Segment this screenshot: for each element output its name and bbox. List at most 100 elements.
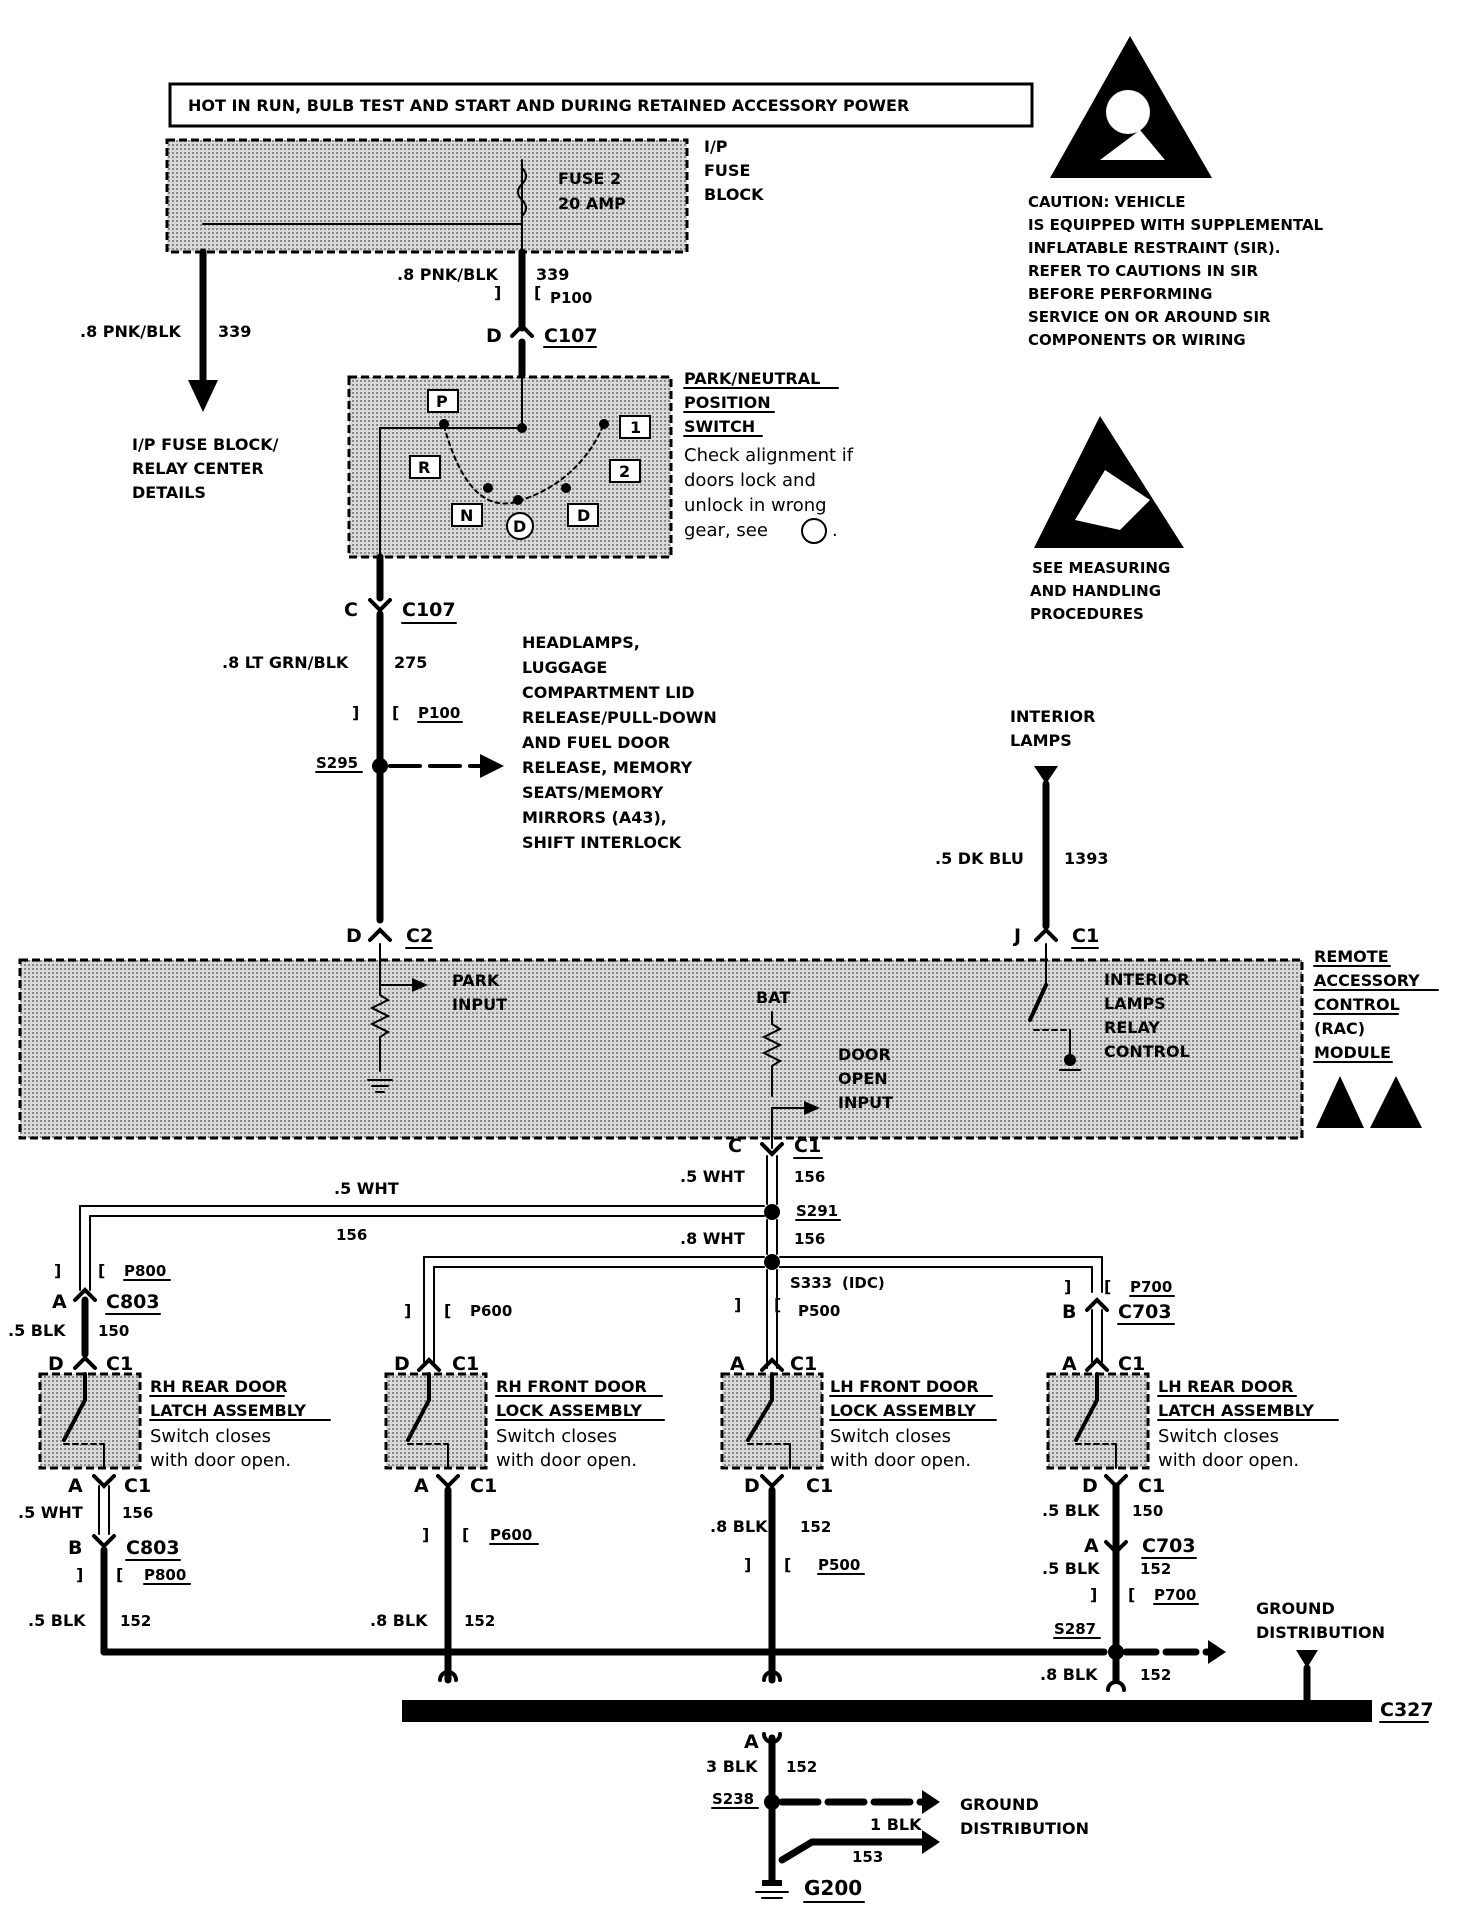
park-neutral-switch: P R N D D 1 2 PARK/NEUTRAL POSITION SWIT… [347,369,854,559]
esd-line-3: PROCEDURES [1030,605,1144,623]
gear-2: 2 [619,462,630,481]
interior-lamps-input: INTERIOR LAMPS .5 DK BLU 1393 J C1 [935,707,1109,949]
gear-r: R [418,458,430,477]
connector-p700-top: P700 [1130,1278,1172,1296]
connector-c107-top: C107 [544,325,598,347]
connector-bracket-left: ] [54,1261,61,1280]
lf-note-1: Switch closes [830,1426,951,1447]
wire-circuit: 339 [536,265,569,284]
wire-circuit: 152 [1140,1560,1171,1578]
connector-pin: A [730,1353,745,1375]
s295-dest-6: RELEASE, MEMORY [522,758,693,777]
fuse-block: FUSE 2 20 AMP I/P FUSE BLOCK [165,137,764,254]
pnp-note-1: Check alignment if [684,445,854,466]
rr-note-1: Switch closes [150,1426,271,1447]
wire-circuit: 150 [1132,1502,1163,1520]
wire-gauge: 3 BLK [706,1757,758,1776]
gear-p: P [436,392,448,411]
caution-line-6: SERVICE ON OR AROUND SIR [1028,308,1271,326]
wire-gauge: .5 BLK [1042,1501,1100,1520]
rac-label-3: CONTROL [1314,995,1400,1014]
rac-label-1: REMOTE [1314,947,1389,966]
lr-label-2: LATCH ASSEMBLY [1158,1401,1314,1420]
rr-label-2: LATCH ASSEMBLY [150,1401,306,1420]
fuse-name: FUSE 2 [558,169,621,188]
splice-label: S238 [712,1790,754,1808]
s295-dest-7: SEATS/MEMORY [522,783,664,802]
gear-d-circled: D [513,517,526,536]
wire-circuit: 152 [1140,1666,1171,1684]
lf-note-2: with door open. [830,1450,971,1471]
rac-relay-4: CONTROL [1104,1042,1190,1061]
connector-bracket-left: ] [404,1301,411,1320]
connector-symbol [762,1670,782,1682]
fuse-symbol [517,167,527,217]
connector-rr-c1-bottom: C1 [124,1475,151,1497]
wire-circuit: 156 [122,1504,153,1522]
sir-caution: CAUTION: VEHICLE IS EQUIPPED WITH SUPPLE… [1028,36,1324,349]
s295-dest-1: HEADLAMPS, [522,633,640,652]
connector-c107-bottom: C107 [402,599,456,621]
connector-symbol [760,1142,784,1157]
rh-front-lock-switch [384,1372,488,1470]
arrow-down-icon [1034,766,1058,784]
caution-line-7: COMPONENTS OR WIRING [1028,331,1246,349]
wire-circuit: 156 [794,1168,825,1186]
connector-bracket-left: ] [494,283,501,302]
splice-label: S291 [796,1202,838,1220]
header-banner: HOT IN RUN, BULB TEST AND START AND DURI… [168,82,1034,128]
connector-pin: C [344,599,358,621]
connector-c2: C2 [406,925,433,947]
wire-gauge: .5 WHT [680,1167,745,1186]
connector-c1-j: C1 [1072,925,1099,947]
caution-line-3: INFLATABLE RESTRAINT (SIR). [1028,239,1280,257]
connector-pin: C [728,1135,742,1157]
rf-note-1: Switch closes [496,1426,617,1447]
connector-rf-c1-top: C1 [452,1353,479,1375]
s295-dest-5: AND FUEL DOOR [522,733,670,752]
wire-gauge: .8 WHT [680,1229,745,1248]
rf-label-1: RH FRONT DOOR [496,1377,647,1396]
connector-bracket-right: [ [98,1261,105,1280]
splice-label: S333 [790,1274,832,1292]
connector-pin: D [1082,1475,1098,1497]
splice-label: S287 [1054,1620,1096,1638]
connector-symbol [92,1534,116,1549]
connector-pin: A [1062,1353,1077,1375]
sir-warning-icon [1370,1076,1422,1128]
connector-rr-c1-top: C1 [106,1353,133,1375]
connector-p100-top: P100 [550,289,592,307]
connector-symbol [368,927,392,942]
connector-lr-c1-bottom: C1 [1138,1475,1165,1497]
caution-line-1: CAUTION: VEHICLE [1028,193,1185,211]
connector-pin: D [394,1353,410,1375]
interior-lamps-2: LAMPS [1010,731,1072,750]
splice-s287 [1108,1644,1124,1660]
connector-symbol [417,1357,441,1372]
pnp-note-end: . [832,520,838,541]
connector-symbol [73,1287,97,1302]
reference-icon [801,518,827,544]
wire-circuit: 152 [800,1518,831,1536]
ground-icon [762,1880,782,1886]
connector-c703-top: C703 [1118,1301,1172,1323]
splice-s238 [764,1794,780,1810]
rac-relay-3: RELAY [1104,1018,1160,1037]
s295-dest-4: RELEASE/PULL-DOWN [522,708,717,727]
rac-door-open-3: INPUT [838,1093,893,1112]
lr-note-2: with door open. [1158,1450,1299,1471]
connector-bracket-left: ] [734,1295,741,1314]
fuse-dest-line-3: DETAILS [132,483,206,502]
connector-p500-top: P500 [798,1302,840,1320]
splice-s291 [764,1204,780,1220]
arrow-left-icon [922,1790,940,1814]
connector-pin: A [1084,1535,1099,1557]
connector-symbol [438,1670,458,1682]
wire-circuit: 156 [336,1226,367,1244]
wire-339-left: .8 PNK/BLK 339 I/P FUSE BLOCK/ RELAY CEN… [80,248,279,502]
connector-bracket-right: [ [1104,1277,1111,1296]
fuse-block-label-3: BLOCK [704,185,764,204]
connector-p800-bottom: P800 [144,1566,186,1584]
connector-bracket-left: ] [744,1555,751,1574]
gear-1: 1 [630,418,641,437]
